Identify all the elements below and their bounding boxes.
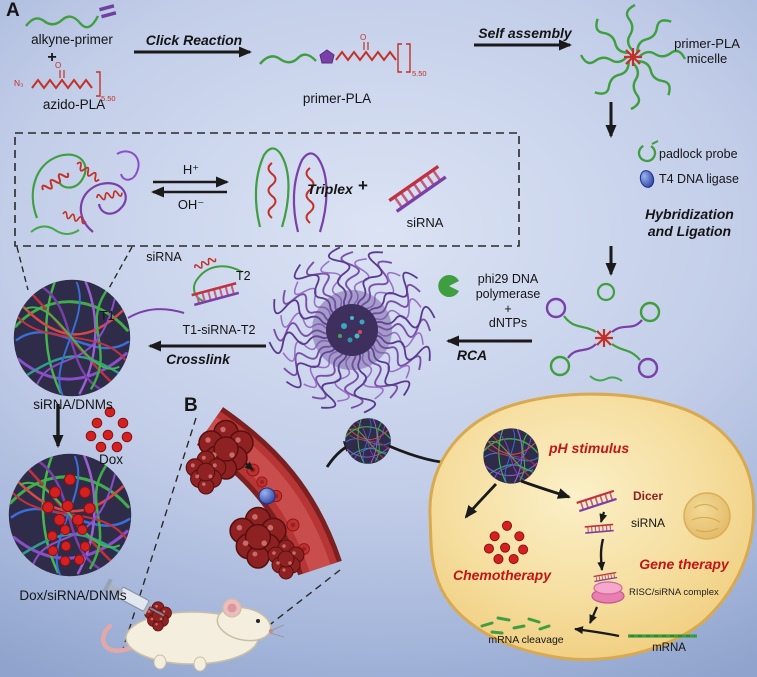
dicer-label: Dicer [633,489,664,503]
nanoparticle-sphere-2 [483,428,538,483]
sirna-dnms-label: siRNA/DNMs [33,397,113,412]
mrna-label: mRNA [652,642,686,654]
triplex-label: Triplex [307,181,353,197]
carbonyl-o-label-2: O [360,33,366,42]
azido-pla-structure [31,70,101,97]
sirna-to-risc-arrow [597,538,606,571]
rca-template-micelle [545,282,661,382]
oh-minus-label: OH⁻ [177,197,205,212]
nanoparticle-in-vessel [258,487,276,505]
box-to-ball-dashes [16,246,133,291]
duplex-tangle [30,150,140,235]
risc-complex [591,571,625,604]
ph-stimulus-label: pH stimulus [549,440,630,456]
mouse-tail [100,623,133,653]
risc-down-arrow [588,606,599,624]
n3-label: N₃ [14,78,24,88]
panel-b-label: B [184,395,198,416]
equilibrium-plus: + [358,176,368,195]
hybridization-label: Hybridization and Ligation [645,206,734,239]
risc-complex-label: RISC/siRNA complex [629,587,719,598]
sirna-dnms-ball [14,280,130,396]
gene-pathway-arrow [520,479,571,499]
phi29-label: phi29 DNA polymerase + dNTPs [475,272,541,331]
pla-subscript: 5.50 [101,94,116,103]
h-plus-label: H⁺ [182,162,200,177]
phi29-polymerase-icon [438,275,459,297]
panel-a-label: A [6,0,20,21]
mouse-eye [256,619,260,623]
gene-therapy-label: Gene therapy [639,556,729,572]
t4-ligase-label: T4 DNA ligase [659,172,739,186]
rca-label: RCA [456,347,488,363]
dicer-arrow [599,511,608,523]
t2-label: T2 [236,269,251,283]
carbonyl-o-label: O [55,61,61,70]
reactant-plus: + [47,49,57,66]
rolling-circle-product [244,222,460,438]
dox-dots [85,406,133,453]
micelle-label: primer-PLA micelle [674,36,740,67]
primer-pla-structure [259,42,411,73]
primer-pla-label: primer-PLA [302,91,372,106]
t1-sirna-t2-label: T1-siRNA-T2 [182,323,256,337]
sirna-duplex-label: siRNA [406,215,444,230]
mouse-graphic [100,598,285,672]
sirna-strand-label: siRNA [146,250,182,264]
organelle-graphic [683,492,731,540]
sirna-duplex-graphic [387,164,448,214]
chemotherapy-label: Chemotherapy [452,567,552,583]
t1-sirna-t2-assembly [127,255,243,319]
micelle-graphic [579,3,687,111]
triplex-structures [254,147,328,233]
t1-label: T1 [100,309,115,323]
mrna-cleavage-label: mRNA cleavage [488,634,564,646]
alkyne-primer-label: alkyne-primer [31,32,113,47]
padlock-probe-label: padlock probe [659,147,738,161]
mrna-fragments [480,616,551,635]
equilibrium-dashed-box [14,132,520,247]
click-reaction-label: Click Reaction [145,32,243,48]
dox-sirna-dnms-ball [9,454,131,576]
sirna-b-label: siRNA [631,516,666,530]
azido-pla-label: azido-PLA [42,97,106,112]
chemo-pathway-arrow [464,483,498,519]
padlock-probe-icon [637,140,659,163]
t4-ligase-icon [639,170,655,188]
self-assembly-label: Self assembly [478,25,572,41]
zoom-dash-lines [121,417,341,653]
mrna-cleave-arrow [574,626,620,638]
pla-subscript-2: 5.50 [412,69,427,78]
dox-label: Dox [98,452,123,467]
nanoparticle-sphere-1 [345,418,391,464]
alkyne-primer-structure [25,4,117,29]
crosslink-label: Crosslink [166,351,230,367]
dox-sirna-dnms-label: Dox/siRNA/DNMs [19,588,127,603]
